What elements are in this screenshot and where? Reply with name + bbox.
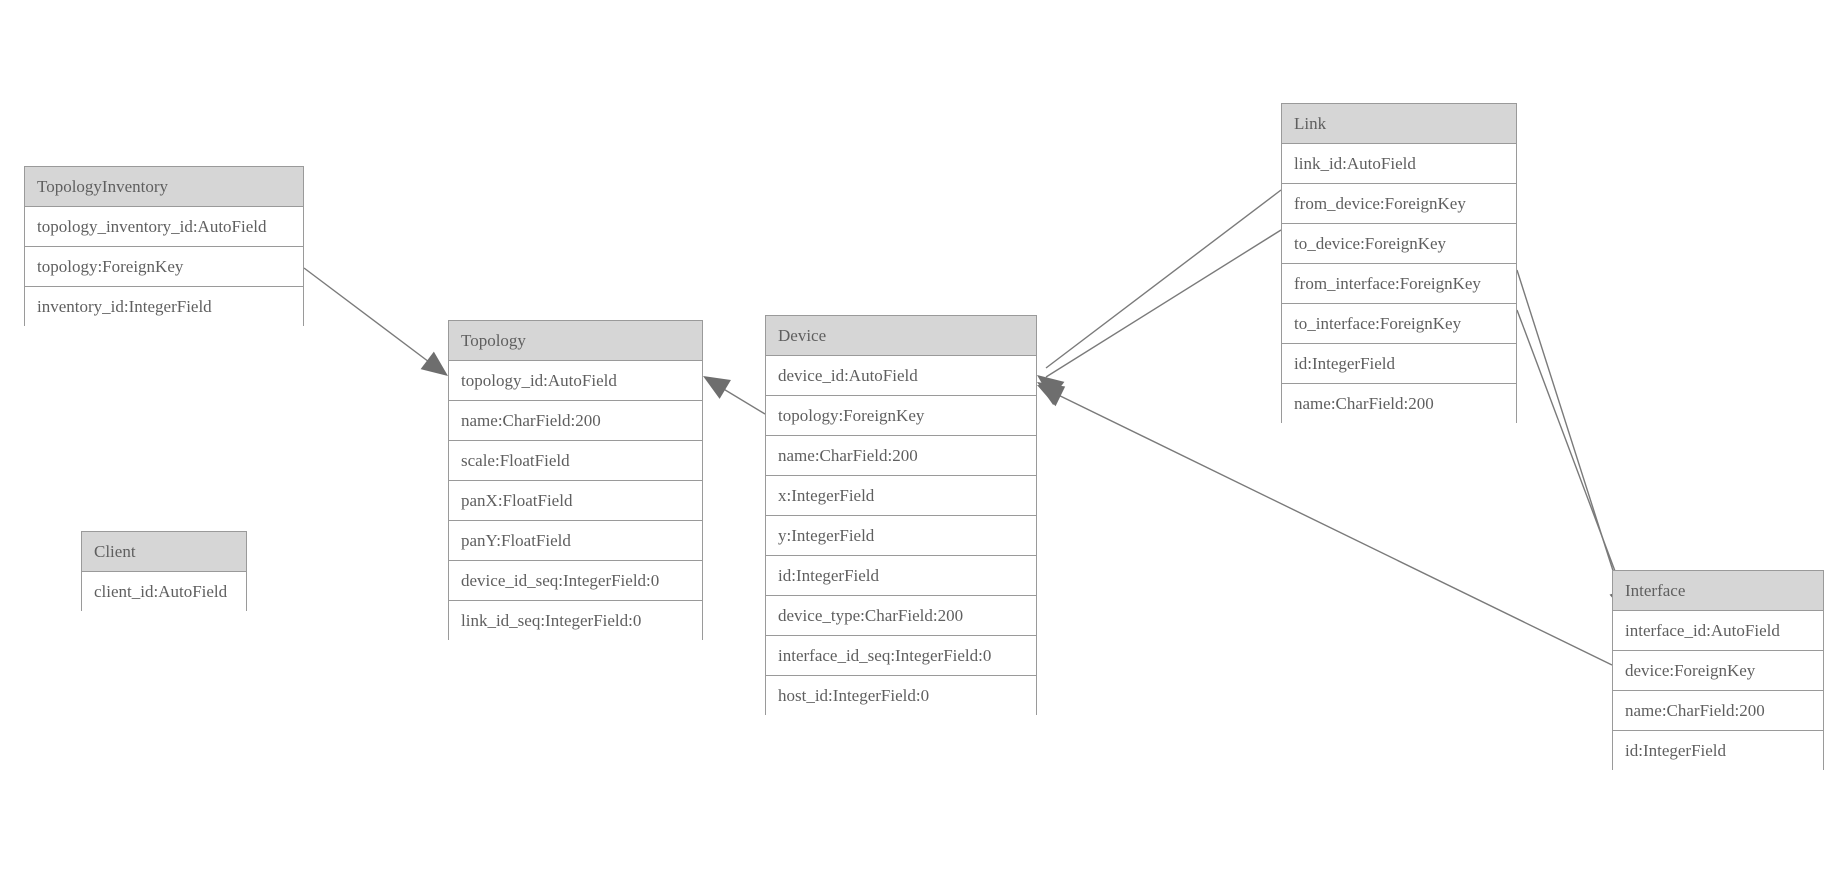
entity-field-row[interactable]: to_device:ForeignKey [1282, 224, 1516, 264]
entity-field-row[interactable]: device_type:CharField:200 [766, 596, 1036, 636]
entity-field-row[interactable]: inventory_id:IntegerField [25, 287, 303, 327]
entity-title-interface: Interface [1613, 571, 1823, 611]
entity-field-row[interactable]: id:IntegerField [1613, 731, 1823, 771]
relationship-line [1516, 269, 1624, 603]
entity-field-row[interactable]: to_interface:ForeignKey [1282, 304, 1516, 344]
entity-field-row[interactable]: host_id:IntegerField:0 [766, 676, 1036, 716]
entity-field-row[interactable]: panY:FloatField [449, 521, 702, 561]
entity-field-row[interactable]: topology:ForeignKey [25, 247, 303, 287]
entity-field-row[interactable]: device_id:AutoField [766, 356, 1036, 396]
relationship-edge [1037, 189, 1282, 400]
entity-field-row[interactable]: id:IntegerField [766, 556, 1036, 596]
entity-title-link: Link [1282, 104, 1516, 144]
entity-title-topology: Topology [449, 321, 702, 361]
entity-field-row[interactable]: x:IntegerField [766, 476, 1036, 516]
relationship-line [1045, 189, 1282, 369]
entity-field-row[interactable]: name:CharField:200 [1282, 384, 1516, 424]
relationship-line [1516, 309, 1628, 604]
entity-field-row[interactable]: from_device:ForeignKey [1282, 184, 1516, 224]
relationship-line [303, 267, 442, 372]
relationship-edge [1037, 229, 1282, 406]
entity-field-row[interactable]: topology:ForeignKey [766, 396, 1036, 436]
entity-title-device: Device [766, 316, 1036, 356]
entity-field-row[interactable]: topology_id:AutoField [449, 361, 702, 401]
entity-field-row[interactable]: link_id:AutoField [1282, 144, 1516, 184]
entity-title-topology_inventory: TopologyInventory [25, 167, 303, 207]
entity-field-row[interactable]: link_id_seq:IntegerField:0 [449, 601, 702, 641]
relationship-arrowhead [1037, 385, 1066, 407]
entity-field-row[interactable]: name:CharField:200 [766, 436, 1036, 476]
entity-title-client: Client [82, 532, 246, 572]
relationship-edge [303, 267, 448, 376]
entity-field-row[interactable]: name:CharField:200 [1613, 691, 1823, 731]
relationship-line [711, 381, 766, 415]
entity-field-row[interactable]: panX:FloatField [449, 481, 702, 521]
entity-field-row[interactable]: y:IntegerField [766, 516, 1036, 556]
entity-field-row[interactable]: device_id_seq:IntegerField:0 [449, 561, 702, 601]
relationship-edge [1516, 269, 1631, 616]
entity-field-row[interactable]: interface_id_seq:IntegerField:0 [766, 636, 1036, 676]
entity-field-row[interactable]: scale:FloatField [449, 441, 702, 481]
relationship-line [1047, 389, 1613, 666]
entity-field-row[interactable]: interface_id:AutoField [1613, 611, 1823, 651]
entity-field-row[interactable]: topology_inventory_id:AutoField [25, 207, 303, 247]
relationship-line [1045, 229, 1282, 378]
entity-field-row[interactable]: id:IntegerField [1282, 344, 1516, 384]
entity-field-row[interactable]: client_id:AutoField [82, 572, 246, 612]
entity-field-row[interactable]: name:CharField:200 [449, 401, 702, 441]
entity-field-row[interactable]: device:ForeignKey [1613, 651, 1823, 691]
relationship-edge [703, 376, 766, 415]
entity-field-row[interactable]: from_interface:ForeignKey [1282, 264, 1516, 304]
